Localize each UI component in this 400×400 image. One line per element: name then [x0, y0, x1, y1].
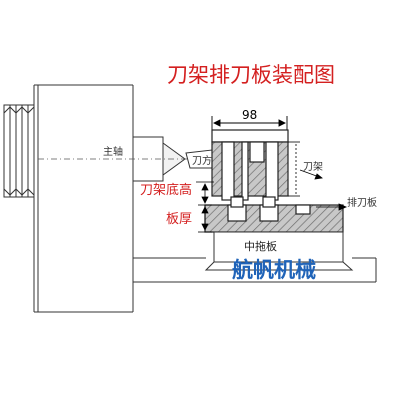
gang-tool-plate: [204, 196, 344, 233]
lathe-bed: [133, 257, 377, 283]
middle-slide: [204, 231, 354, 271]
headstock: [33, 84, 134, 313]
watermark-text: 航帆机械: [232, 258, 316, 282]
dimension-98-value: 98: [242, 108, 257, 122]
pulley: [3, 104, 35, 198]
gang-tool-plate-label: 排刀板: [347, 196, 377, 209]
tool-holder-dim: [288, 141, 323, 197]
tool-holder-top: [211, 129, 289, 143]
dimension-98: [211, 116, 288, 135]
tool-holder-block: [211, 141, 289, 201]
tool-holder-label: 刀架: [303, 161, 323, 173]
tool-square-label: 刀方: [192, 154, 212, 167]
gang-tool-plate-arrow: [316, 203, 348, 211]
base-height-label: 刀架底高: [140, 182, 192, 198]
middle-slide-label: 中拖板: [244, 239, 277, 253]
spindle-label: 主轴: [103, 145, 123, 158]
plate-thickness-label: 板厚: [166, 212, 192, 227]
diagram-title: 刀架排刀板装配图: [167, 63, 335, 87]
base-height-dim: [196, 181, 214, 233]
